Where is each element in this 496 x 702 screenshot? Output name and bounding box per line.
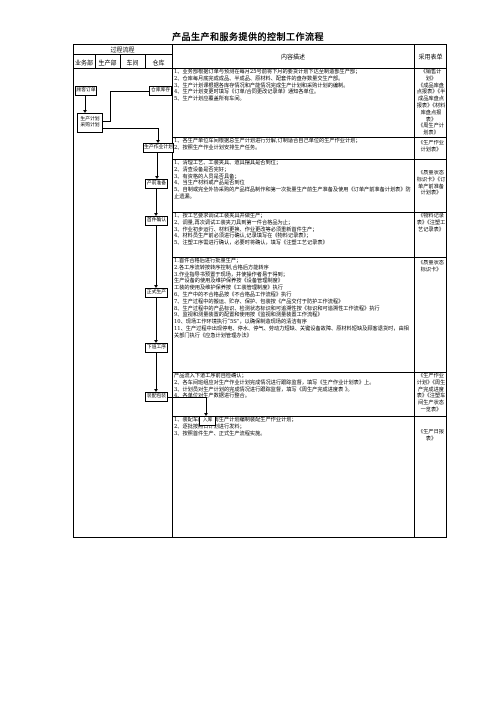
connector — [156, 298, 157, 340]
connector — [157, 153, 158, 176]
connector — [168, 397, 206, 398]
row-forms-1: 《销售计划》 《成品库盘点报表》《半成品库盘点报表》《材料库盘点报表》 《周生产… — [416, 69, 446, 137]
arrow-down-icon — [154, 389, 158, 392]
row-content-5: 1.首件合格后进行批量生产； 2.各工序流转按转序控制,合格后方能转序 3.作业… — [174, 258, 409, 339]
connector — [158, 128, 159, 140]
flow-customer-order: 顾客订单 — [75, 86, 97, 96]
connector — [156, 226, 157, 285]
arrow-down-icon — [155, 176, 159, 179]
header-content: 内容描述 — [280, 54, 305, 61]
arrow-down-icon — [154, 213, 158, 216]
connector — [206, 397, 207, 413]
connector — [156, 189, 157, 213]
row-forms-5: 《质量状态标识卡》 — [418, 260, 444, 273]
header-process: 过程流程 — [110, 47, 135, 54]
page-title: 产品生产和服务提供的控制工作流程 — [171, 33, 324, 43]
flow-assembly-packing: 装配包装 — [145, 392, 168, 402]
connector — [85, 96, 86, 111]
row-content-6: 产品流入下道工序前自检确认； 2、各车间班组应对生产作业计划完成情况进行跟踪监督… — [174, 373, 375, 400]
row-forms-2: 《生产作业计划表》 — [418, 140, 444, 153]
header-forms: 采用表单 — [418, 54, 443, 61]
connector — [110, 91, 111, 121]
row-forms-7: 《生产日报表》 — [418, 429, 444, 442]
flow-warehouse-stock: 仓库库存 — [149, 86, 172, 96]
row-content-4: 1、按工艺要求调试工装夹具并做生产； 2、调量,再次调试工装夹刀具到第一件合格品… — [174, 213, 328, 247]
row-forms-6: 《生产作业计划》《周生产完成进度表》《注塑车间生产状态一览表》 — [416, 373, 446, 413]
flow-work-plan: 生产作业计划 — [143, 143, 174, 153]
arrow-down-icon — [154, 285, 158, 288]
flow-warehousing: 入库 — [199, 416, 216, 426]
row-forms-3: 《质量状态标识卡》《订单产前准备计划表》 — [416, 170, 446, 197]
arrow-down-icon — [204, 413, 208, 416]
row-forms-4: 《物料记录表》《注塑工艺记录表》 — [416, 213, 446, 233]
header-dept-business: 业务部 — [74, 60, 93, 67]
row-content-7: 1、装配车间按照周生产计划编制装配生产作业计划； 2、逐批按照日计划进行发料； … — [174, 417, 297, 437]
arrow-down-icon — [83, 110, 87, 113]
workflow-table: 过程流程 内容描述 采用表单 业务部 生产部 车间 仓库 1、业务部根据订单与预… — [73, 44, 447, 538]
connector — [103, 128, 158, 129]
connector — [103, 121, 111, 122]
flow-production-plan: 生产计划 采购计划 — [77, 113, 103, 133]
row-content-1: 1、业务部根据订单与预测在每月25号前将下月的要货计划下达至制造部生产部； 2、… — [174, 69, 361, 103]
header-dept-warehouse: 仓库 — [152, 60, 165, 67]
header-dept-workshop: 车间 — [126, 60, 139, 67]
header-dept-production: 生产部 — [98, 60, 117, 67]
flow-first-article: 首件确认 — [145, 216, 168, 226]
connector — [156, 353, 157, 389]
connector — [110, 91, 149, 92]
flow-next-process: 下道工序 — [145, 343, 168, 353]
row-content-2: 1、各生产单位车间根据总生产计划进行分解,订制适合自己单位的生产作业计划； 2、… — [174, 138, 361, 151]
flow-formal-production: 正式生产 — [145, 288, 168, 298]
row-content-3: 1、清理工艺、工装夹具、道具摆具是否到位； 2、清查设备是否完好； 3、有资格的… — [174, 160, 411, 200]
flow-pre-production: 产前准备 — [145, 179, 168, 189]
arrow-down-icon — [154, 340, 158, 343]
arrow-down-icon — [156, 140, 160, 143]
